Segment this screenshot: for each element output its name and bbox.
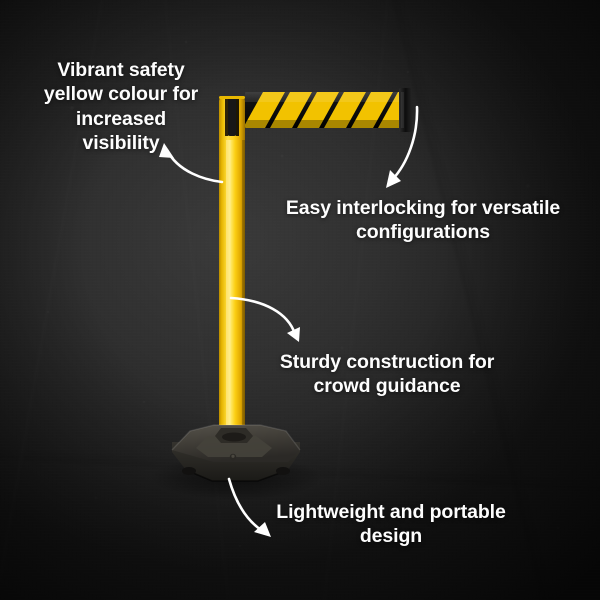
callout-sturdy-text: Sturdy construction for crowd guidance <box>279 351 495 398</box>
post-shaft <box>219 140 245 441</box>
callout-interlocking-text: Easy interlocking for versatile configur… <box>285 197 561 244</box>
post-head <box>219 96 245 152</box>
callout-lightweight-text: Lightweight and portable design <box>276 501 506 548</box>
callout-visibility-text: Vibrant safety yellow colour for increas… <box>43 59 199 155</box>
weighted-base <box>171 424 301 482</box>
belt-end-clip <box>399 88 412 132</box>
hazard-belt <box>245 88 412 132</box>
